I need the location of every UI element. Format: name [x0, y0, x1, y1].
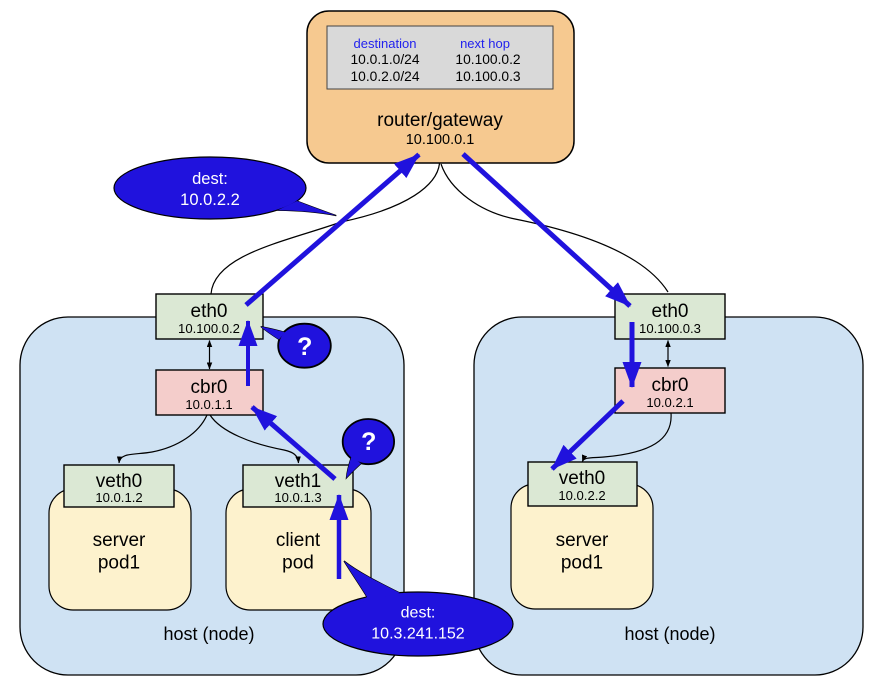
svg-text:dest:: dest: [192, 170, 228, 188]
svg-text:10.100.0.3: 10.100.0.3 [455, 69, 521, 84]
svg-text:pod1: pod1 [98, 553, 140, 574]
svg-text:10.0.1.2: 10.0.1.2 [95, 490, 142, 505]
svg-text:destination: destination [354, 36, 417, 51]
svg-text:server: server [556, 530, 609, 551]
svg-text:10.100.0.2: 10.100.0.2 [178, 321, 240, 336]
svg-text:router/gateway: router/gateway [377, 110, 503, 131]
svg-text:10.100.0.1: 10.100.0.1 [406, 132, 475, 148]
svg-text:?: ? [297, 333, 312, 361]
svg-text:10.100.0.2: 10.100.0.2 [455, 52, 520, 67]
svg-text:10.0.1.0/24: 10.0.1.0/24 [350, 52, 419, 67]
svg-text:10.0.2.2: 10.0.2.2 [180, 191, 240, 209]
svg-text:veth0: veth0 [559, 468, 605, 489]
svg-text:eth0: eth0 [652, 301, 689, 322]
svg-text:pod1: pod1 [561, 553, 603, 574]
svg-text:10.0.1.3: 10.0.1.3 [274, 490, 321, 505]
svg-text:cbr0: cbr0 [652, 375, 689, 396]
svg-text:dest:: dest: [401, 605, 436, 622]
svg-text:next hop: next hop [460, 36, 510, 51]
svg-text:host (node): host (node) [163, 624, 254, 644]
svg-text:veth1: veth1 [275, 471, 321, 492]
svg-text:10.0.2.2: 10.0.2.2 [558, 488, 605, 503]
svg-text:server: server [93, 530, 146, 551]
svg-text:eth0: eth0 [191, 301, 228, 322]
svg-text:10.0.2.0/24: 10.0.2.0/24 [350, 69, 419, 84]
svg-text:10.100.0.3: 10.100.0.3 [639, 321, 701, 336]
svg-text:veth0: veth0 [96, 471, 142, 492]
svg-text:client: client [276, 530, 321, 551]
svg-text:pod: pod [282, 553, 314, 574]
svg-text:10.3.241.152: 10.3.241.152 [371, 626, 465, 643]
svg-text:host (node): host (node) [624, 624, 715, 644]
svg-text:cbr0: cbr0 [191, 377, 228, 398]
svg-text:10.0.2.1: 10.0.2.1 [646, 395, 693, 410]
svg-text:10.0.1.1: 10.0.1.1 [185, 397, 232, 412]
svg-text:?: ? [361, 428, 376, 456]
